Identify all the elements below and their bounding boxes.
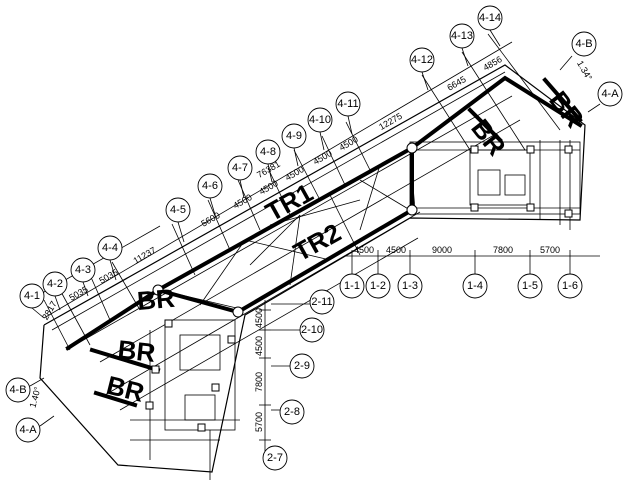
axis-bubbles-right: 4-B 4-A	[559, 31, 623, 113]
svg-text:4-3: 4-3	[75, 264, 91, 276]
svg-text:4-6: 4-6	[202, 180, 218, 192]
axis-bubble-4-B-right: 4-B	[571, 31, 597, 57]
axis-bubbles-1-series: 1-1 1-2 1-3 1-4 1-5 1-6	[339, 262, 583, 299]
axis-bubble-1-1: 1-1	[339, 273, 365, 299]
dim-right-5: 5700	[540, 245, 560, 255]
label-br-2: BR	[116, 334, 157, 368]
dim-top-13: 4856	[481, 54, 503, 73]
svg-text:4-12: 4-12	[411, 54, 433, 66]
axis-bubble-4-8: 4-8	[255, 139, 281, 165]
dim-angle-right: 1.34°	[575, 59, 594, 83]
svg-text:4-1: 4-1	[24, 290, 40, 302]
axis-bubble-4-14: 4-14	[477, 5, 503, 31]
right-dimension-chain: 4500 4500 9000 7800 5700	[345, 245, 600, 262]
dim-top-2: 5035	[67, 284, 89, 303]
svg-text:2-11: 2-11	[311, 296, 332, 308]
axis-bubble-4-7: 4-7	[227, 155, 253, 181]
axis-bubbles-left: 4-B 4-A	[5, 377, 55, 443]
dim-top-10: 4500	[337, 134, 359, 153]
dim-top-5: 5600	[199, 210, 221, 229]
axis-bubble-4-6: 4-6	[197, 173, 223, 199]
svg-text:4-B: 4-B	[9, 384, 26, 396]
axis-bubble-4-12: 4-12	[409, 47, 435, 73]
svg-text:2-8: 2-8	[284, 406, 300, 418]
svg-text:4-A: 4-A	[601, 88, 619, 100]
svg-text:4-4: 4-4	[102, 242, 118, 254]
svg-text:4-10: 4-10	[309, 114, 331, 126]
svg-text:4-7: 4-7	[232, 162, 248, 174]
svg-text:2-9: 2-9	[294, 360, 310, 372]
dim-right-2: 4500	[386, 245, 406, 255]
columns	[145, 142, 573, 432]
dim-right-1: 4500	[354, 245, 374, 255]
axis-bubble-2-11: 2-11	[309, 289, 335, 315]
label-br-3: BR	[104, 370, 148, 408]
svg-text:4-A: 4-A	[19, 424, 37, 436]
svg-text:4-2: 4-2	[47, 278, 63, 290]
label-br-1: BR	[136, 283, 176, 316]
svg-text:2-7: 2-7	[267, 452, 283, 464]
axis-bubble-4-A-right: 4-A	[597, 81, 623, 107]
axis-bubble-4-5: 4-5	[165, 197, 191, 223]
top-dimension-chain: 2817 5035 5035 11237 5600 4500 4500 4500…	[28, 41, 594, 409]
axis-bubble-2-9: 2-9	[289, 353, 315, 379]
svg-text:1-3: 1-3	[402, 280, 418, 292]
svg-text:1-6: 1-6	[562, 280, 578, 292]
svg-text:4-9: 4-9	[286, 130, 302, 142]
axis-bubble-2-10: 2-10	[299, 317, 325, 343]
axis-bubbles-2-series: 2-11 2-10 2-9 2-8 2-7	[262, 289, 335, 471]
svg-text:1-2: 1-2	[370, 280, 386, 292]
axis-bubble-1-2: 1-2	[365, 273, 391, 299]
dim-right-3: 9000	[432, 245, 452, 255]
axis-bubble-4-11: 4-11	[335, 91, 361, 117]
axis-bubble-4-1: 4-1	[19, 283, 45, 309]
svg-text:4-13: 4-13	[451, 30, 473, 42]
svg-text:1-4: 1-4	[467, 280, 483, 292]
label-br-4: BR	[465, 113, 512, 161]
dim-left-2: 4500	[254, 336, 264, 356]
label-br-5: BR	[543, 85, 590, 133]
dim-right-4: 7800	[493, 245, 513, 255]
axis-bubble-4-9: 4-9	[281, 123, 307, 149]
axis-bubble-1-5: 1-5	[517, 273, 543, 299]
truss-members	[65, 75, 583, 408]
axis-bubble-4-4: 4-4	[97, 235, 123, 261]
dim-left-3: 7800	[254, 372, 264, 392]
axis-bubble-1-4: 1-4	[462, 273, 488, 299]
axis-bubble-1-6: 1-6	[557, 273, 583, 299]
axis-bubble-1-3: 1-3	[397, 273, 423, 299]
svg-text:4-B: 4-B	[575, 38, 592, 50]
svg-text:1-1: 1-1	[344, 280, 360, 292]
axis-bubble-4-13: 4-13	[449, 23, 475, 49]
svg-text:2-10: 2-10	[301, 324, 323, 336]
axis-bubble-4-3: 4-3	[70, 257, 96, 283]
axis-bubble-2-8: 2-8	[279, 399, 305, 425]
svg-text:4-11: 4-11	[337, 98, 358, 110]
dim-top-12: 6645	[445, 74, 467, 93]
svg-text:4-5: 4-5	[170, 204, 186, 216]
axis-bubbles-top: 4-1 4-2 4-3 4-4 4-5 4-6 4-7 4-8 4-9 4-10…	[19, 5, 503, 319]
axis-bubble-4-2: 4-2	[42, 271, 68, 297]
axis-bubble-4-10: 4-10	[307, 107, 333, 133]
dim-left-1: 4500	[254, 308, 264, 328]
svg-text:4-8: 4-8	[260, 146, 276, 158]
axis-bubble-4-B-left: 4-B	[5, 377, 31, 403]
dim-left-4: 5700	[254, 412, 264, 432]
left-dimension-chain: 4500 4500 7800 5700	[254, 300, 271, 460]
axis-bubble-4-A-left: 4-A	[15, 417, 41, 443]
axis-bubble-2-7: 2-7	[262, 445, 288, 471]
svg-text:1-5: 1-5	[522, 280, 538, 292]
svg-text:4-14: 4-14	[479, 12, 501, 24]
